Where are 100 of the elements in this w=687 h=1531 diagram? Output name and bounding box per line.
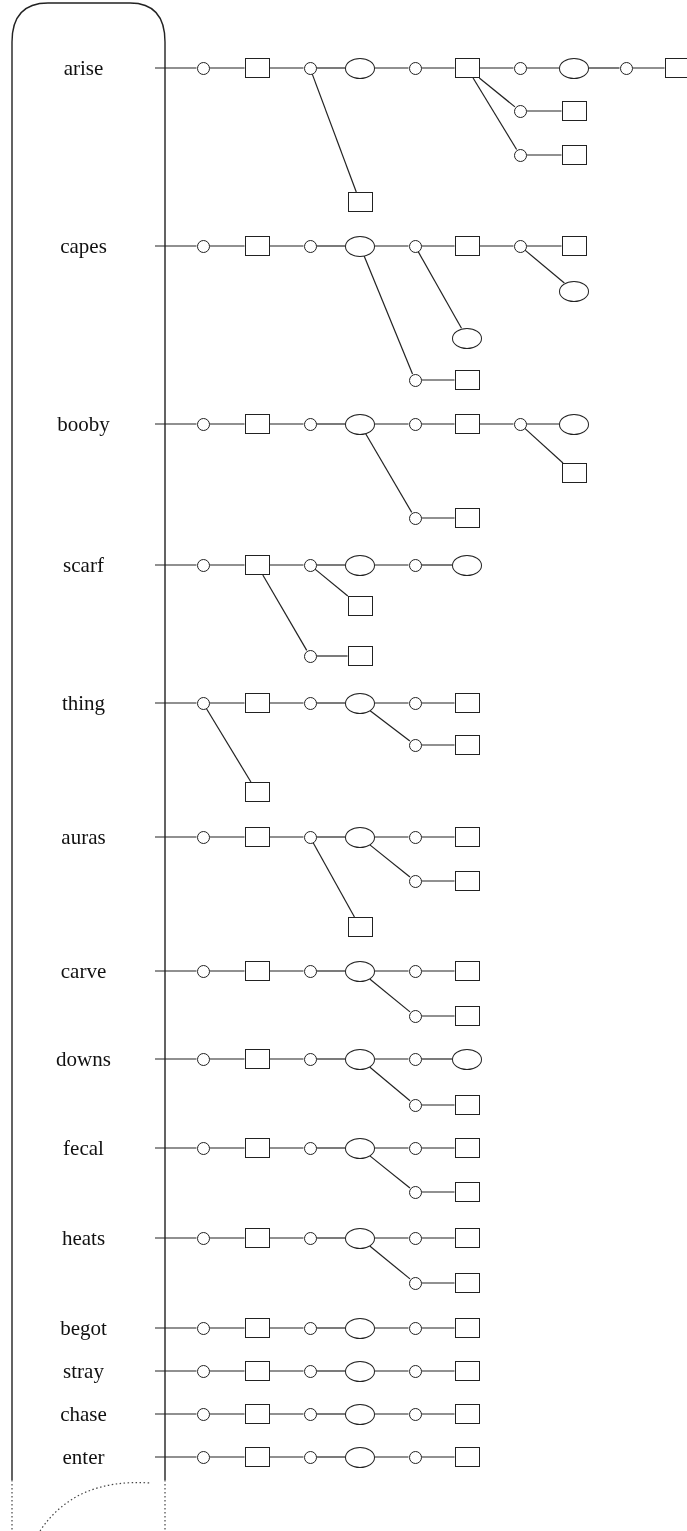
connector-line xyxy=(374,1058,410,1060)
connector-line xyxy=(315,655,349,657)
square-node xyxy=(454,827,480,847)
word-label: enter xyxy=(12,1443,155,1471)
connector-line xyxy=(315,423,346,425)
ellipse-node xyxy=(345,57,375,79)
connector-line xyxy=(208,1327,246,1329)
word-label: booby xyxy=(12,410,155,438)
word-label: begot xyxy=(12,1314,155,1342)
square-node xyxy=(561,145,587,165)
connector-line xyxy=(315,970,346,972)
square-node xyxy=(244,1404,270,1424)
connector-line xyxy=(268,836,305,838)
circle-node xyxy=(408,417,422,431)
circle-node xyxy=(513,61,527,75)
connector-line xyxy=(374,970,410,972)
circle-node xyxy=(408,1407,422,1421)
connector-line xyxy=(369,978,411,1013)
word-label: stray xyxy=(12,1357,155,1385)
word-label: chase xyxy=(12,1400,155,1428)
connector-line xyxy=(315,1456,346,1458)
circle-node xyxy=(408,964,422,978)
circle-node xyxy=(408,1276,422,1290)
connector-line xyxy=(420,702,456,704)
connector-line xyxy=(420,379,456,381)
circle-node xyxy=(408,511,422,525)
connector-line xyxy=(478,245,515,247)
circle-node xyxy=(196,696,210,710)
circle-node xyxy=(513,104,527,118)
connector-line xyxy=(420,1191,456,1193)
connector-line xyxy=(631,67,666,69)
circle-node xyxy=(303,1364,317,1378)
connector-line xyxy=(420,564,453,566)
connector-line xyxy=(268,67,305,69)
square-node xyxy=(454,370,480,390)
square-node xyxy=(347,192,373,212)
circle-node xyxy=(303,558,317,572)
connector-line xyxy=(208,423,246,425)
connector-line xyxy=(268,1327,305,1329)
square-node xyxy=(454,735,480,755)
connector-line xyxy=(369,1245,411,1280)
connector-line xyxy=(588,67,621,69)
circle-node xyxy=(196,417,210,431)
connector-line xyxy=(154,702,198,704)
circle-node xyxy=(408,1450,422,1464)
square-node xyxy=(454,693,480,713)
connector-line xyxy=(417,251,463,329)
connector-line xyxy=(268,702,305,704)
circle-node xyxy=(303,417,317,431)
connector-line xyxy=(268,1237,305,1239)
connector-line xyxy=(420,1456,456,1458)
connector-line xyxy=(420,1282,456,1284)
square-node xyxy=(454,508,480,528)
square-node xyxy=(454,961,480,981)
connector-line xyxy=(268,245,305,247)
word-label: downs xyxy=(12,1045,155,1073)
square-node xyxy=(454,1228,480,1248)
square-node xyxy=(244,961,270,981)
circle-node xyxy=(408,373,422,387)
connector-line xyxy=(208,1237,246,1239)
square-node xyxy=(244,414,270,434)
ellipse-node xyxy=(345,1048,375,1070)
square-node xyxy=(454,58,480,78)
connector-line xyxy=(154,1370,198,1372)
circle-node xyxy=(408,1321,422,1335)
connector-line xyxy=(208,1456,246,1458)
circle-node xyxy=(303,1450,317,1464)
connector-line xyxy=(268,1370,305,1372)
circle-node xyxy=(408,239,422,253)
connector-line xyxy=(420,1370,456,1372)
circle-node xyxy=(408,1231,422,1245)
square-node xyxy=(454,1138,480,1158)
connector-line xyxy=(208,970,246,972)
connector-line xyxy=(420,1147,456,1149)
connector-line xyxy=(525,110,563,112)
circle-node xyxy=(408,558,422,572)
connector-line xyxy=(315,1413,346,1415)
connector-line xyxy=(420,970,456,972)
circle-node xyxy=(196,61,210,75)
circle-node xyxy=(196,1052,210,1066)
connector-line xyxy=(420,836,456,838)
connector-line xyxy=(420,423,456,425)
ellipse-node xyxy=(452,554,482,576)
square-node xyxy=(244,1318,270,1338)
connector-line xyxy=(524,249,565,284)
ellipse-node xyxy=(345,1227,375,1249)
ellipse-node xyxy=(345,1137,375,1159)
word-label: auras xyxy=(12,823,155,851)
connector-line xyxy=(154,564,198,566)
connector-line xyxy=(369,844,411,878)
connector-line xyxy=(374,1147,410,1149)
connector-line xyxy=(420,517,456,519)
square-node xyxy=(454,1361,480,1381)
connector-line xyxy=(315,67,346,69)
connector-line xyxy=(154,245,198,247)
connector-line xyxy=(420,1237,456,1239)
circle-node xyxy=(303,1407,317,1421)
connector-line xyxy=(315,1147,346,1149)
connector-line xyxy=(420,1413,456,1415)
circle-node xyxy=(408,1364,422,1378)
